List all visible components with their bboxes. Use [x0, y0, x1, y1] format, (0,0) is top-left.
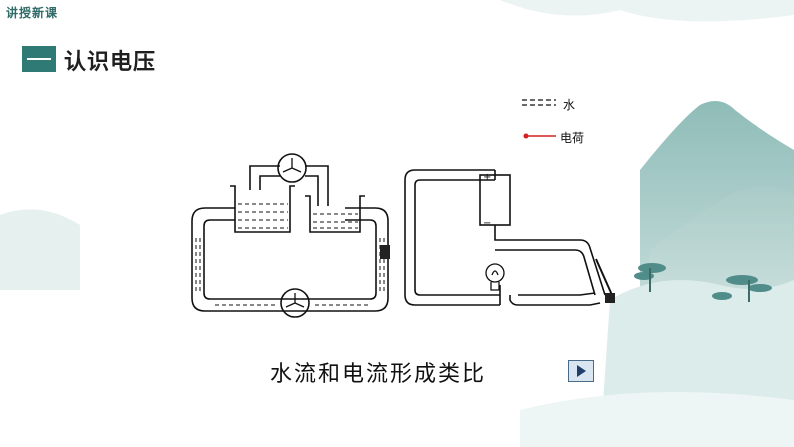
legend-charge-arrow — [523, 133, 556, 139]
legend-water-label: 水 — [563, 98, 576, 112]
legend-water-symbol — [522, 99, 556, 106]
diagram-caption: 水流和电流形成类比 — [270, 362, 487, 387]
play-icon — [577, 365, 586, 377]
section-label: 讲授新课 — [6, 6, 59, 20]
water-circuit-diagram — [191, 153, 390, 318]
legend-charge-label: 电荷 — [560, 131, 585, 145]
electric-circuit-diagram — [404, 169, 615, 306]
battery-negative-label: − — [483, 218, 492, 229]
page-title: 认识电压 — [64, 50, 157, 75]
title-marker — [22, 46, 56, 72]
play-button[interactable] — [568, 360, 594, 382]
battery-positive-label: + — [483, 172, 492, 183]
